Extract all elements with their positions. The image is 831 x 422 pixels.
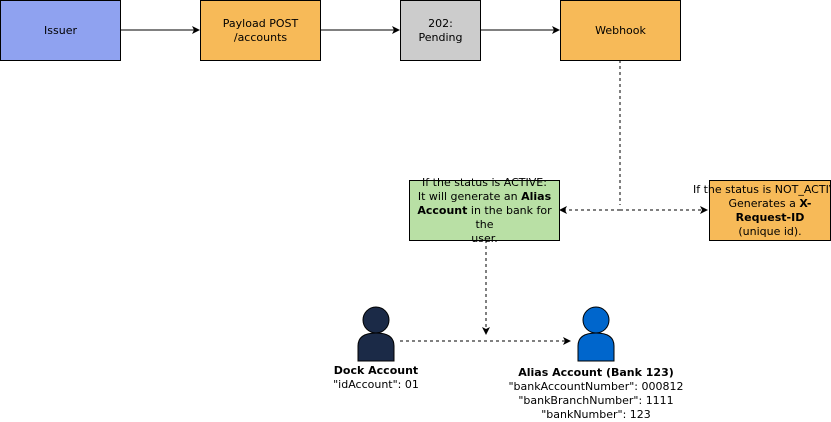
pending-line1: 202: [428, 16, 453, 30]
not-active-status-node: If the status is NOT_ACTIVE: Generates a… [693, 180, 831, 241]
issuer-label: Issuer [44, 23, 77, 37]
not-active-line1: If the status is NOT_ACTIVE: [693, 182, 831, 196]
payload-post-node: Payload POST /accounts [200, 0, 321, 61]
active-line1: If the status is ACTIVE: [422, 175, 547, 189]
dock-account-title: Dock Account [333, 364, 419, 377]
dock-account-line: "idAccount": 01 [333, 378, 419, 391]
alias-account-line: "bankNumber": 123 [541, 408, 651, 421]
active-line4: user. [471, 231, 498, 245]
webhook-node: Webhook [560, 0, 681, 61]
active-line3-bold: Account [417, 203, 468, 217]
dock-account-user-icon [357, 306, 395, 362]
active-line3-text: in the bank for the [467, 203, 552, 231]
active-line2-bold: Alias [521, 189, 552, 203]
not-active-line2: Generates a X-Request-ID [712, 197, 828, 225]
active-line2-text: It will generate an [417, 189, 522, 203]
active-line2: It will generate an Alias [418, 190, 551, 204]
pending-node: 202: Pending [400, 0, 481, 61]
webhook-label: Webhook [595, 23, 646, 37]
active-status-node: If the status is ACTIVE: It will generat… [409, 176, 560, 245]
payload-line1: Payload POST [222, 16, 299, 30]
alias-account-title: Alias Account (Bank 123) [518, 366, 674, 379]
dock-account-label: Dock Account "idAccount": 01 [326, 364, 426, 392]
alias-account-user-icon [577, 306, 615, 362]
alias-account-line: "bankBranchNumber": 1111 [518, 394, 674, 407]
issuer-node: Issuer [0, 0, 121, 61]
active-line3: Account in the bank for the [412, 204, 557, 232]
payload-line2: /accounts [233, 30, 288, 44]
alias-account-line: "bankAccountNumber": 000812 [508, 380, 684, 393]
not-active-line2-text: Generates a [728, 196, 800, 210]
not-active-line3: (unique id). [738, 224, 802, 238]
not-active-line2-bold: X-Request-ID [735, 196, 812, 224]
alias-account-label: Alias Account (Bank 123) "bankAccountNum… [506, 366, 686, 422]
pending-line2: Pending [418, 30, 463, 44]
